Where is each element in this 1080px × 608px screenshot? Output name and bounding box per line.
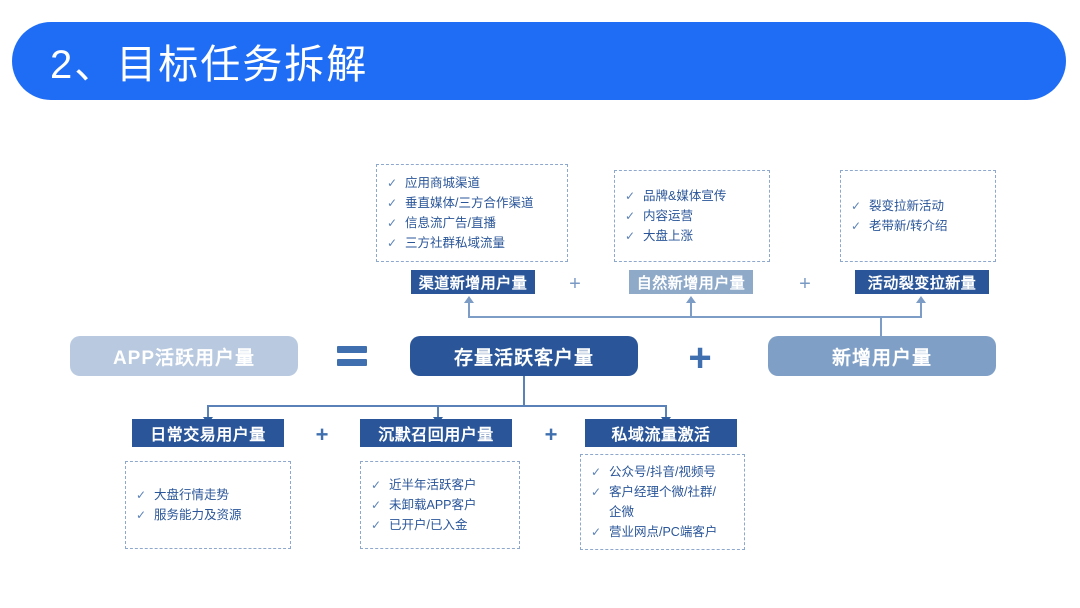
check-icon: ✓: [591, 485, 602, 499]
connector-drop-to-new-users: [880, 316, 882, 338]
list-item: ✓ 服务能力及资源: [136, 505, 280, 525]
equals-bar-top: [337, 346, 367, 353]
connector-riser-daily: [207, 405, 209, 419]
connector-riser-private: [665, 405, 667, 419]
arrow-up-channel: [464, 296, 474, 303]
list-item-label: 三方社群私域流量: [405, 236, 506, 250]
list-item-label: 垂直媒体/三方合作渠道: [405, 196, 534, 210]
list-item-label: 已开户/已入金: [389, 518, 468, 532]
list-item: ✓ 老带新/转介绍: [851, 216, 985, 236]
page-title: 2、目标任务拆解: [50, 43, 369, 87]
connector-riser-campaign: [920, 302, 922, 318]
chip-private-traffic-activation[interactable]: 私域流量激活: [585, 419, 737, 447]
operator-equals: [337, 346, 367, 366]
check-icon: ✓: [625, 189, 636, 203]
list-item-label: 服务能力及资源: [154, 508, 242, 522]
list-item: ✓ 内容运营: [625, 206, 759, 226]
list-item-label: 企微: [609, 505, 635, 519]
list-item-label: 营业网点/PC端客户: [609, 525, 718, 539]
check-icon: ✓: [387, 176, 398, 190]
list-item-label: 未卸载APP客户: [389, 498, 477, 512]
operator-plus-middle: +: [688, 336, 712, 380]
list-item-label: 品牌&媒体宣传: [643, 189, 727, 203]
list-item: ✓ 垂直媒体/三方合作渠道: [387, 193, 557, 213]
list-item: ✓ 裂变拉新活动: [851, 196, 985, 216]
pill-existing-active-customers[interactable]: 存量活跃客户量: [410, 336, 638, 376]
list-item: ✓ 已开户/已入金: [371, 515, 509, 535]
check-icon: ✓: [371, 518, 382, 532]
check-icon: ✓: [387, 216, 398, 230]
list-item: ✓ 品牌&媒体宣传: [625, 186, 759, 206]
operator-plus-bottom-2: +: [544, 422, 558, 447]
detail-box-channel-new-users: ✓ 应用商城渠道 ✓ 垂直媒体/三方合作渠道 ✓ 信息流广告/直播 ✓ 三方社群…: [376, 164, 568, 262]
list-item: ✓ 营业网点/PC端客户: [591, 522, 734, 542]
title-banner: 2、目标任务拆解: [12, 22, 1066, 100]
check-icon: ✓: [136, 488, 147, 502]
list-item: ✓ 信息流广告/直播: [387, 213, 557, 233]
connector-riser-channel: [468, 302, 470, 318]
list-item-label: 大盘上涨: [643, 229, 694, 243]
connector-bus-top: [468, 316, 922, 318]
list-item-label: 公众号/抖音/视频号: [609, 465, 716, 479]
operator-plus-bottom-1: +: [315, 422, 329, 447]
list-item-label: 老带新/转介绍: [869, 219, 948, 233]
check-icon: ✓: [136, 508, 147, 522]
check-icon: ✓: [851, 199, 862, 213]
detail-box-campaign-referral: ✓ 裂变拉新活动 ✓ 老带新/转介绍: [840, 170, 996, 262]
connector-drop-center: [523, 376, 525, 406]
chip-campaign-new-users[interactable]: 活动裂变拉新量: [855, 270, 989, 294]
check-icon: ✓: [387, 236, 398, 250]
arrow-up-campaign: [916, 296, 926, 303]
list-item: ✓ 三方社群私域流量: [387, 233, 557, 253]
check-icon: ✓: [591, 525, 602, 539]
list-item: ✓ 客户经理个微/社群/: [591, 482, 734, 502]
check-icon: ✓: [591, 465, 602, 479]
pill-app-active-users[interactable]: APP活跃用户量: [70, 336, 298, 376]
chip-silent-recall-users[interactable]: 沉默召回用户量: [360, 419, 512, 447]
list-item: ✓ 企微: [591, 502, 734, 522]
list-item-label: 近半年活跃客户: [389, 478, 477, 492]
list-item: ✓ 未卸载APP客户: [371, 495, 509, 515]
check-icon: ✓: [625, 229, 636, 243]
check-icon: ✓: [371, 498, 382, 512]
list-item: ✓ 大盘上涨: [625, 226, 759, 246]
operator-plus-top-1: +: [569, 273, 581, 295]
equals-bar-bottom: [337, 359, 367, 366]
list-item-label: 内容运营: [643, 209, 694, 223]
detail-box-silent-recall: ✓ 近半年活跃客户 ✓ 未卸载APP客户 ✓ 已开户/已入金: [360, 461, 520, 549]
check-icon: ✓: [371, 478, 382, 492]
list-item-label: 应用商城渠道: [405, 176, 481, 190]
chip-daily-trading-users[interactable]: 日常交易用户量: [132, 419, 284, 447]
pill-new-users[interactable]: 新增用户量: [768, 336, 996, 376]
list-item: ✓ 大盘行情走势: [136, 485, 280, 505]
list-item-label: 裂变拉新活动: [869, 199, 945, 213]
chip-organic-new-users[interactable]: 自然新增用户量: [629, 270, 753, 294]
arrow-up-organic: [686, 296, 696, 303]
list-item: ✓ 近半年活跃客户: [371, 475, 509, 495]
list-item-label: 客户经理个微/社群/: [609, 485, 716, 499]
detail-box-private-traffic: ✓ 公众号/抖音/视频号 ✓ 客户经理个微/社群/ ✓ 企微 ✓ 营业网点/PC…: [580, 454, 745, 550]
check-icon: ✓: [387, 196, 398, 210]
detail-box-organic-new-users: ✓ 品牌&媒体宣传 ✓ 内容运营 ✓ 大盘上涨: [614, 170, 770, 262]
list-item: ✓ 公众号/抖音/视频号: [591, 462, 734, 482]
connector-riser-organic: [690, 302, 692, 318]
detail-box-daily-trading: ✓ 大盘行情走势 ✓ 服务能力及资源: [125, 461, 291, 549]
chip-channel-new-users[interactable]: 渠道新增用户量: [411, 270, 535, 294]
check-icon: ✓: [625, 209, 636, 223]
list-item-label: 信息流广告/直播: [405, 216, 496, 230]
list-item-label: 大盘行情走势: [154, 488, 230, 502]
list-item: ✓ 应用商城渠道: [387, 173, 557, 193]
connector-riser-silent: [437, 405, 439, 419]
operator-plus-top-2: +: [799, 273, 811, 295]
check-icon: ✓: [851, 219, 862, 233]
